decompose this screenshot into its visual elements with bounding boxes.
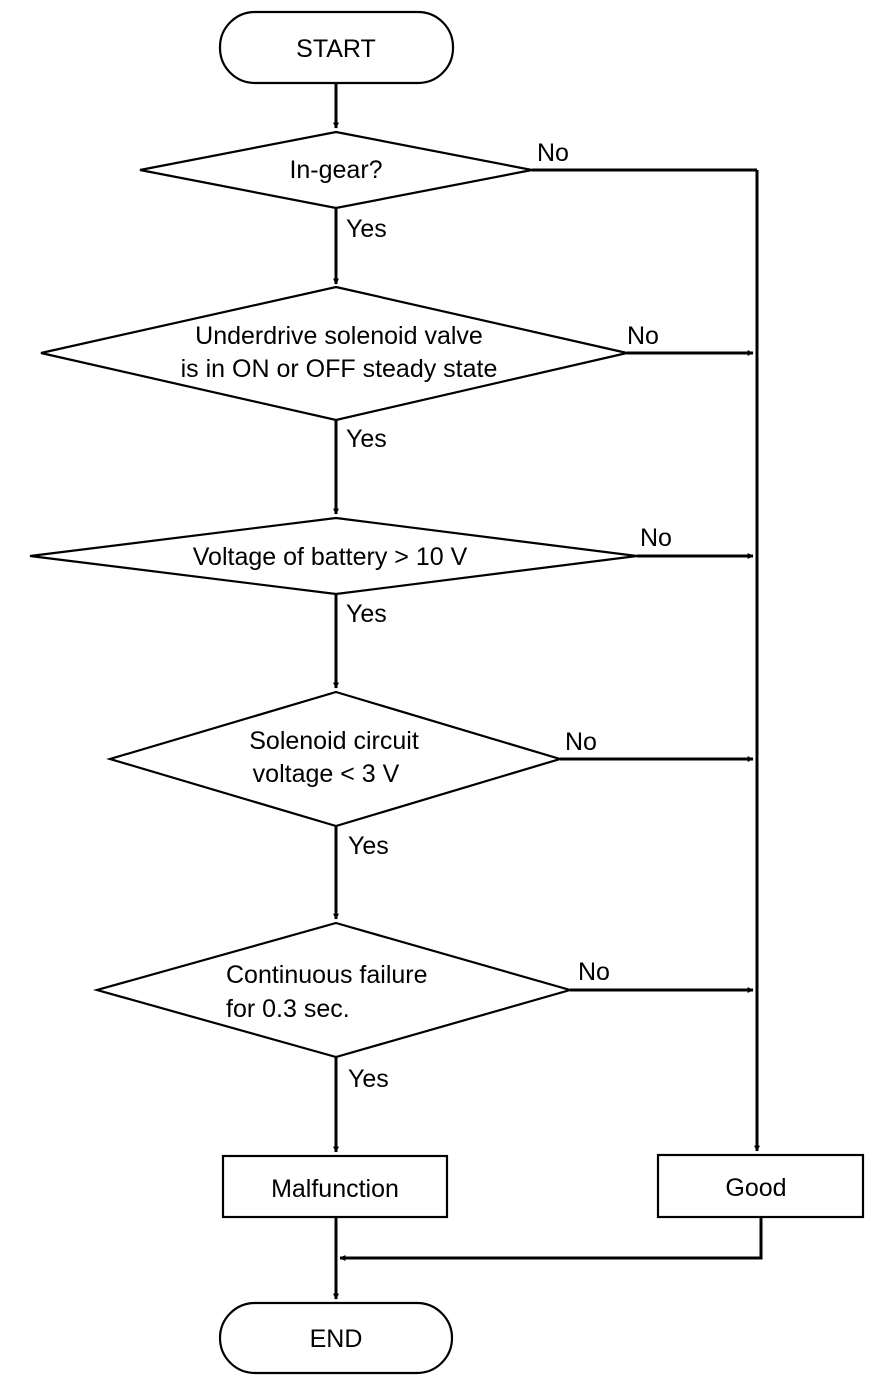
d1-yes-label: Yes	[346, 215, 387, 243]
d4-no-label: No	[565, 728, 597, 756]
malfunction-label: Malfunction	[271, 1175, 399, 1203]
decision-continuous-failure-text-1: Continuous failure	[226, 961, 428, 989]
good-box	[656, 1153, 865, 1219]
start-label: START	[296, 35, 376, 63]
decision-continuous-failure	[92, 921, 574, 1059]
malfunction-box	[221, 1154, 449, 1219]
d5-yes-label: Yes	[348, 1065, 389, 1093]
decision-solenoid-voltage-text-1: Solenoid circuit	[249, 727, 419, 755]
decision-continuous-failure-text-2: for 0.3 sec.	[226, 995, 350, 1023]
d4-yes-label: Yes	[348, 832, 389, 860]
d3-no-label: No	[640, 524, 672, 552]
end-terminal	[218, 1301, 454, 1375]
connector-good-to-end	[339, 1217, 763, 1261]
d3-yes-label: Yes	[346, 600, 387, 628]
decision-solenoid-steady-text-2: is in ON or OFF steady state	[181, 355, 498, 383]
d2-yes-label: Yes	[346, 425, 387, 453]
decision-solenoid-steady-text-1: Underdrive solenoid valve	[195, 322, 483, 350]
decision-in-gear-text: In-gear?	[289, 156, 382, 184]
decision-battery-voltage-text: Voltage of battery > 10 V	[193, 543, 468, 571]
decision-solenoid-voltage-text-2: voltage < 3 V	[253, 760, 400, 788]
decision-solenoid-voltage	[106, 690, 564, 828]
good-label: Good	[725, 1174, 786, 1202]
d5-no-label: No	[578, 958, 610, 986]
end-label: END	[310, 1325, 363, 1353]
decision-solenoid-steady	[40, 285, 628, 422]
d1-no-label: No	[537, 139, 569, 167]
d2-no-label: No	[627, 322, 659, 350]
